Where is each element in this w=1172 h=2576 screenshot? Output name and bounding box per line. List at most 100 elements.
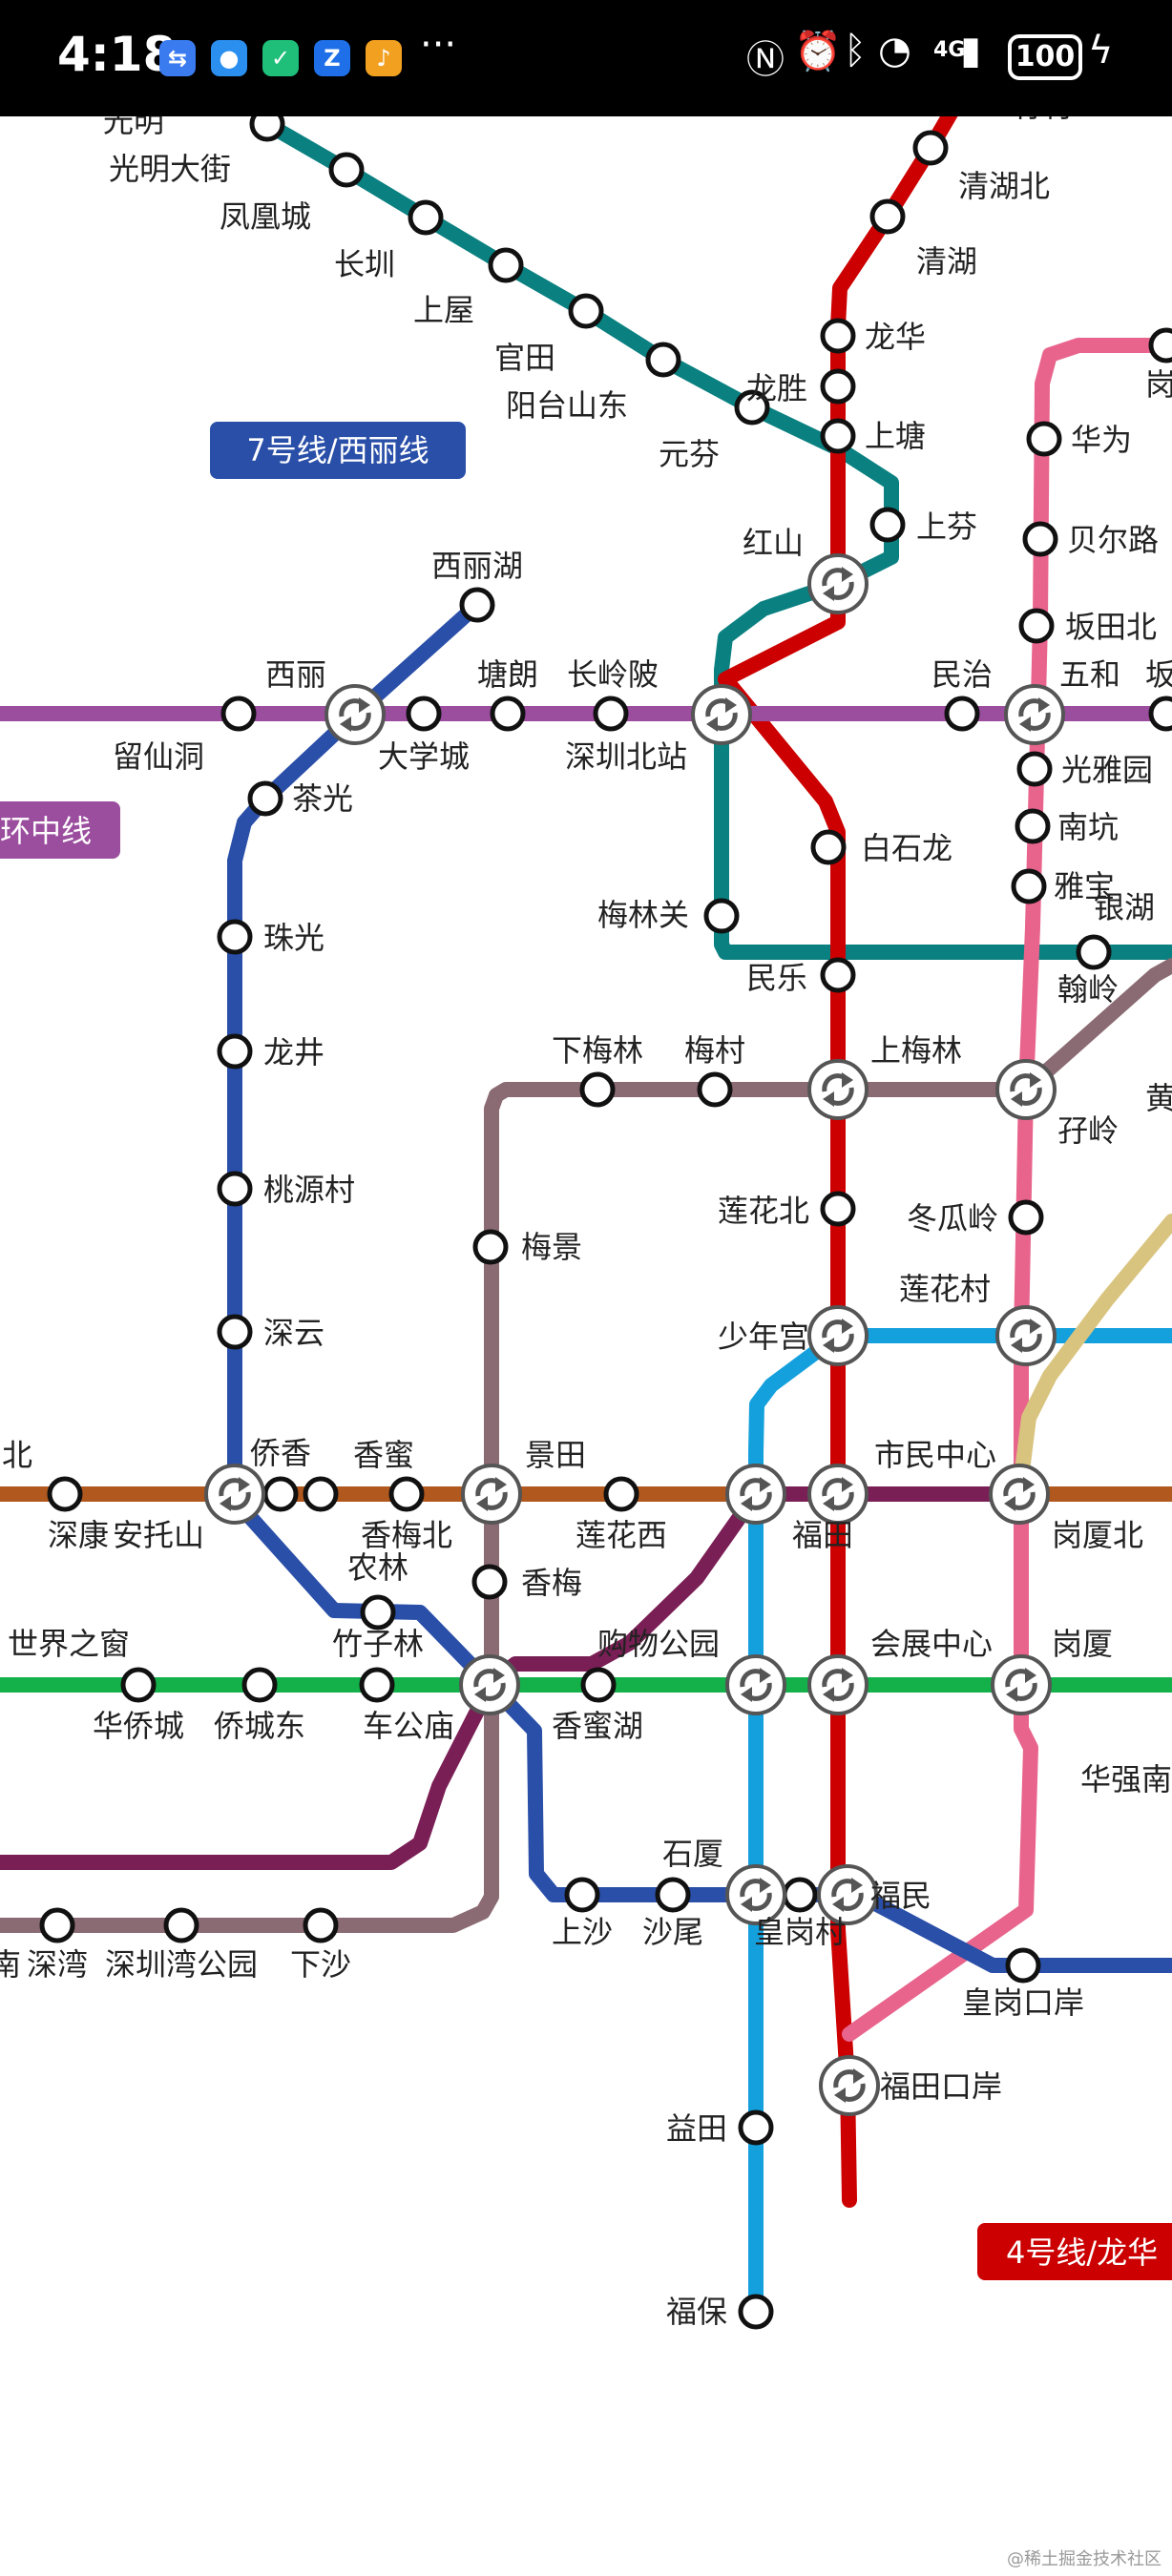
station-label-fubao[interactable]: 福保: [666, 2294, 727, 2330]
station-label-shenkang[interactable]: 深康: [48, 1517, 109, 1553]
station-marker[interactable]: [564, 1877, 600, 1913]
station-label-huaqiaocheng[interactable]: 华侨城: [93, 1708, 184, 1744]
station-label-huaqiang-nan[interactable]: 华强南: [1080, 1761, 1172, 1797]
station-label-xiangmeibei[interactable]: 香梅北: [361, 1517, 452, 1553]
station-marker[interactable]: [1011, 868, 1047, 904]
station-marker[interactable]: [490, 696, 526, 732]
station-label-xiasha[interactable]: 下沙: [290, 1946, 351, 1983]
interchange-icon[interactable]: [725, 1864, 786, 1925]
station-label-futian[interactable]: 福田: [792, 1517, 853, 1553]
interchange-icon[interactable]: [807, 1305, 869, 1366]
station-label-ziling[interactable]: 孖岭: [1057, 1112, 1119, 1149]
station-marker[interactable]: [488, 247, 524, 283]
station-marker[interactable]: [241, 1667, 278, 1703]
station-marker[interactable]: [472, 1229, 509, 1265]
station-label-shenzhen-beizhan[interactable]: 深圳北站: [565, 738, 687, 775]
interchange-icon[interactable]: [995, 1059, 1057, 1120]
station-marker[interactable]: [47, 1476, 83, 1512]
station-label-tanglang[interactable]: 塘朗: [477, 656, 538, 693]
station-marker[interactable]: [217, 919, 253, 955]
interchange-icon[interactable]: [807, 1059, 869, 1120]
station-label-shixia[interactable]: 石厦: [662, 1836, 723, 1872]
station-label-shenyun[interactable]: 深云: [263, 1315, 324, 1351]
interchange-icon[interactable]: [725, 1464, 786, 1525]
station-label-gangxia[interactable]: 岗厦: [1052, 1626, 1113, 1662]
station-marker[interactable]: [328, 152, 365, 188]
station-label-xilihu[interactable]: 西丽湖: [431, 548, 523, 584]
station-label-yinhu[interactable]: 银湖: [1094, 889, 1155, 925]
interchange-icon[interactable]: [989, 1464, 1050, 1525]
station-marker[interactable]: [262, 1476, 299, 1512]
interchange-icon[interactable]: [807, 553, 869, 614]
station-marker[interactable]: [738, 2109, 774, 2146]
station-marker[interactable]: [220, 696, 257, 732]
station-label-minzhi[interactable]: 民治: [931, 656, 993, 693]
station-label-shangtang[interactable]: 上塘: [865, 418, 926, 454]
station-marker[interactable]: [593, 696, 629, 732]
station-label-futian-kouan[interactable]: 福田口岸: [880, 2068, 1002, 2105]
station-label-hongshan[interactable]: 红山: [743, 525, 804, 561]
station-marker[interactable]: [1005, 1947, 1041, 1984]
station-label-xili[interactable]: 西丽: [265, 656, 326, 693]
interchange-icon[interactable]: [459, 1654, 520, 1715]
station-marker[interactable]: [120, 1667, 157, 1703]
station-label-xiameilin[interactable]: 下梅林: [552, 1032, 643, 1069]
station-label-gouwu-gongyuan[interactable]: 购物公园: [597, 1626, 720, 1662]
interchange-icon[interactable]: [807, 1464, 869, 1525]
station-marker[interactable]: [39, 1907, 75, 1943]
station-label-qinghu-bei[interactable]: 清湖北: [958, 168, 1050, 204]
station-label-antuoshan[interactable]: 安托山: [113, 1517, 204, 1553]
station-label-shenzhenwan-gongyuan[interactable]: 深圳湾公园: [105, 1946, 258, 1983]
station-marker[interactable]: [360, 1594, 396, 1631]
station-marker[interactable]: [869, 198, 906, 235]
station-label-huawei[interactable]: 华为: [1071, 422, 1132, 458]
station-label-gang[interactable]: 岗: [1145, 366, 1172, 403]
interchange-icon[interactable]: [204, 1464, 265, 1525]
station-marker[interactable]: [406, 696, 442, 732]
interchange-icon[interactable]: [1004, 684, 1065, 745]
station-label-changlingpi[interactable]: 长岭陂: [567, 656, 659, 693]
interchange-icon[interactable]: [817, 1864, 878, 1925]
station-label-fumin[interactable]: 福民: [870, 1878, 931, 1914]
station-label-huanggang-kouan[interactable]: 皇岗口岸: [962, 1984, 1084, 2021]
station-label-xiangmei[interactable]: 香梅: [521, 1565, 582, 1601]
station-label-nonglin[interactable]: 农林: [347, 1549, 408, 1586]
station-marker[interactable]: [645, 342, 681, 378]
station-marker[interactable]: [1015, 808, 1051, 844]
station-marker[interactable]: [1008, 1199, 1044, 1236]
station-label-shaoniangong[interactable]: 少年宫: [718, 1319, 809, 1355]
station-label-shiminzhongxin[interactable]: 市民中心: [874, 1437, 996, 1473]
station-marker[interactable]: [359, 1667, 395, 1703]
station-label-wuhe[interactable]: 五和: [1059, 656, 1120, 693]
station-label-yuanfen[interactable]: 元芬: [659, 436, 720, 472]
station-label-zhuguang[interactable]: 珠光: [263, 920, 324, 956]
station-label-yabao[interactable]: 雅宝: [1054, 868, 1115, 904]
station-label-longjing[interactable]: 龙井: [263, 1034, 324, 1070]
station-label-longhua[interactable]: 龙华: [865, 319, 926, 355]
station-marker[interactable]: [303, 1476, 339, 1512]
station-marker[interactable]: [568, 293, 604, 329]
station-label-daxuecheng[interactable]: 大学城: [378, 738, 470, 775]
station-marker[interactable]: [217, 1171, 253, 1207]
station-marker[interactable]: [249, 116, 285, 142]
station-label-meicun[interactable]: 梅村: [684, 1032, 745, 1069]
station-marker[interactable]: [655, 1877, 691, 1913]
metro-map[interactable]: 7号线/西丽线 环中线 4号线/龙华 光明光明大街凤凰城长圳上屋官田阳台山东元芬…: [0, 116, 1172, 2576]
station-label-meijing[interactable]: 梅景: [521, 1229, 582, 1265]
station-marker[interactable]: [1148, 327, 1172, 364]
station-label-minle[interactable]: 民乐: [746, 960, 807, 996]
station-label-yangtai-shandong[interactable]: 阳台山东: [506, 387, 628, 424]
station-label-hanling[interactable]: 翰岭: [1057, 971, 1119, 1008]
station-label-fenghuangcheng[interactable]: 凤凰城: [220, 198, 311, 235]
station-label-bantian-bei[interactable]: 坂田北: [1065, 609, 1157, 645]
station-marker[interactable]: [163, 1907, 199, 1943]
station-marker[interactable]: [820, 368, 856, 405]
station-marker[interactable]: [1016, 751, 1053, 787]
station-marker[interactable]: [869, 507, 906, 543]
station-label-donggualing[interactable]: 冬瓜岭: [907, 1200, 998, 1236]
station-marker[interactable]: [580, 1667, 617, 1703]
station-marker[interactable]: [603, 1476, 639, 1512]
station-label-qiaochengdong[interactable]: 侨城东: [214, 1708, 305, 1744]
station-label-nan-edge[interactable]: 南: [0, 1946, 21, 1983]
interchange-icon[interactable]: [324, 684, 386, 745]
